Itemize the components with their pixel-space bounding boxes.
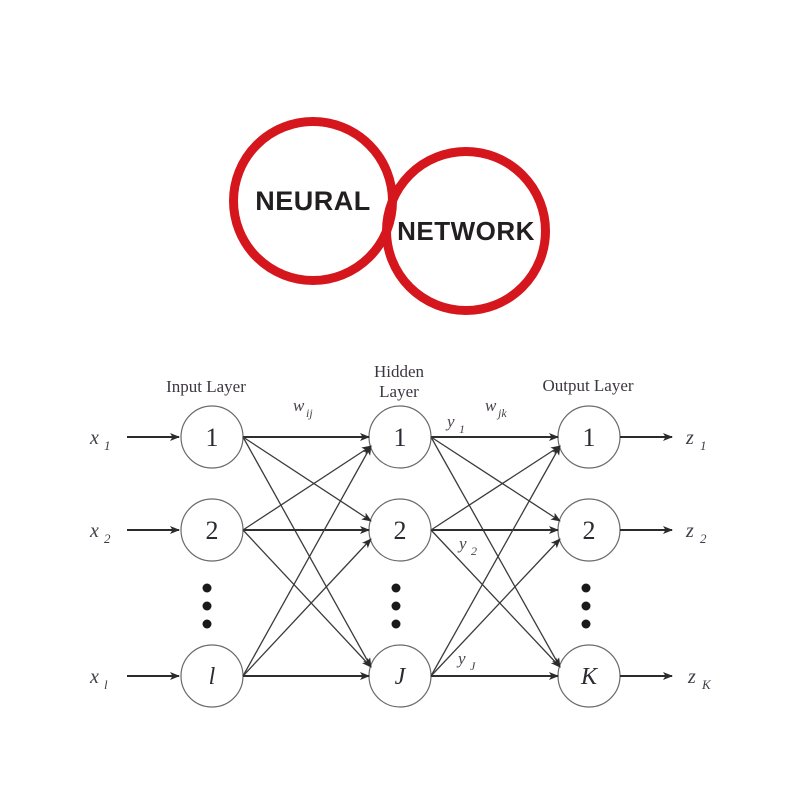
activation-label-y1-sub: 1: [459, 422, 465, 436]
connection-arrow: [242, 445, 372, 677]
weight-label-wjk-sub: jk: [496, 406, 507, 420]
dot: [581, 601, 591, 611]
connection-arrow: [242, 436, 372, 668]
dot: [581, 619, 591, 629]
input-arrows: [127, 433, 180, 680]
hidden-output-connections: [430, 433, 561, 680]
input-label-x1-base: x: [89, 427, 99, 449]
connection-arrow: [430, 445, 561, 531]
input-variable-labels: x 1 x 2 x l: [89, 427, 111, 692]
connection-arrow: [430, 445, 561, 677]
output-label-z2-base: z: [685, 520, 694, 542]
input-node-1-label: 1: [206, 423, 219, 452]
input-label-xl-base: x: [89, 666, 99, 688]
input-label-xl-sub: l: [104, 677, 108, 692]
output-arrows: [620, 433, 673, 680]
dot: [391, 583, 401, 593]
output-label-z1-sub: 1: [700, 438, 707, 453]
input-label-x1-sub: 1: [104, 438, 111, 453]
weight-label-wij-base: w: [293, 396, 305, 415]
dot: [202, 619, 212, 629]
dot: [391, 601, 401, 611]
hidden-layer-title-line2: Layer: [379, 382, 419, 401]
activation-label-y1-base: y: [445, 412, 455, 431]
input-node-2-label: 2: [206, 516, 219, 545]
weight-labels: w ij w jk: [293, 396, 507, 420]
output-node-K-label: K: [580, 664, 599, 690]
output-node-1-label: 1: [583, 423, 596, 452]
input-node-l-label: l: [209, 664, 216, 690]
dot: [391, 619, 401, 629]
logo-text-network: NETWORK: [397, 215, 535, 246]
output-layer-title: Output Layer: [542, 376, 633, 395]
input-label-x2-sub: 2: [104, 531, 111, 546]
connection-arrow: [242, 436, 372, 522]
output-label-zK-base: z: [687, 666, 696, 688]
connection-arrow: [430, 436, 561, 668]
hidden-node-2-label: 2: [394, 516, 407, 545]
hidden-layer-title-line1: Hidden: [374, 362, 425, 381]
hidden-node-1-label: 1: [394, 423, 407, 452]
connection-arrow: [430, 436, 561, 522]
output-node-2-label: 2: [583, 516, 596, 545]
connection-arrow: [242, 445, 372, 531]
weight-label-wjk-base: w: [485, 396, 497, 415]
output-label-z1-base: z: [685, 427, 694, 449]
dot: [202, 601, 212, 611]
output-label-zK-sub: K: [701, 677, 712, 692]
activation-labels: y 1 y 2 y J: [445, 412, 477, 673]
activation-label-y2-sub: 2: [471, 544, 477, 558]
connection-arrow: [242, 529, 372, 668]
activation-label-yJ-base: y: [456, 649, 466, 668]
output-variable-labels: z 1 z 2 z K: [685, 427, 712, 692]
dot: [202, 583, 212, 593]
activation-label-y2-base: y: [457, 534, 467, 553]
node-labels: 1 2 l 1 2 J 1 2 K: [206, 423, 599, 690]
logo-text-neural: NEURAL: [255, 185, 371, 216]
connection-arrow: [430, 538, 561, 677]
activation-label-yJ-sub: J: [470, 659, 476, 673]
ellipsis-dots: [202, 583, 591, 629]
weight-label-wij-sub: ij: [306, 406, 313, 420]
input-label-x2-base: x: [89, 520, 99, 542]
connection-arrow: [430, 529, 561, 668]
connection-arrow: [242, 538, 372, 677]
logo-circle-right: NETWORK: [382, 147, 550, 315]
output-label-z2-sub: 2: [700, 531, 707, 546]
dot: [581, 583, 591, 593]
hidden-node-J-label: J: [395, 664, 407, 690]
input-layer-title: Input Layer: [166, 377, 246, 396]
input-hidden-connections: [242, 433, 372, 680]
